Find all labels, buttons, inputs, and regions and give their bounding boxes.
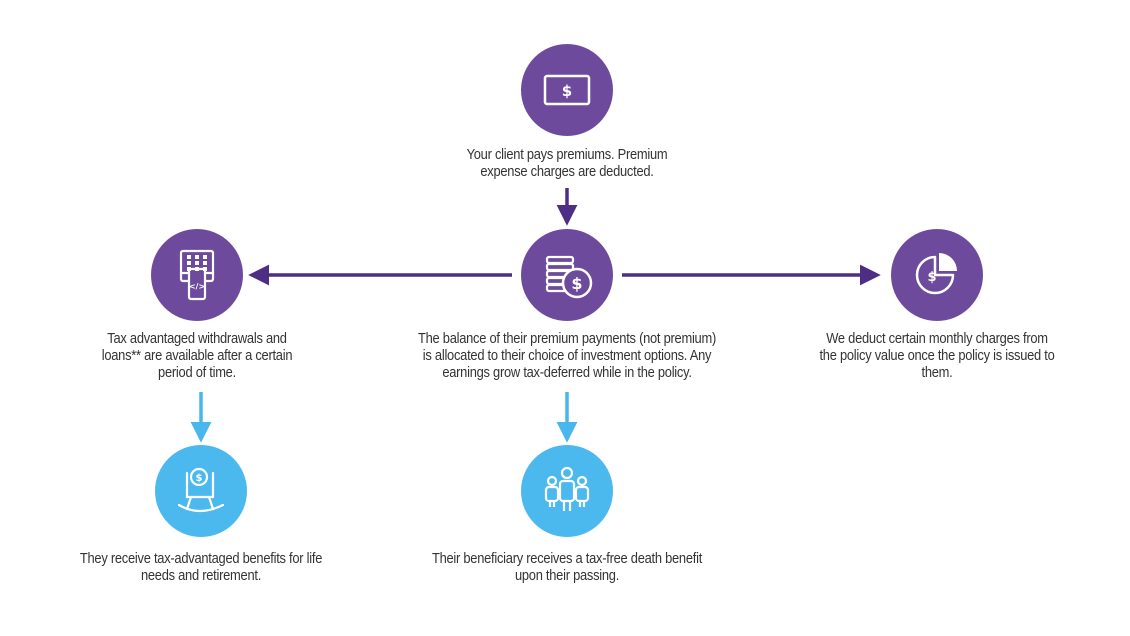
premium-caption: Your client pays premiums. Premium expen… — [466, 146, 668, 180]
beneficiary-caption: Their beneficiary receives a tax-free de… — [431, 550, 703, 584]
rocking-chair-icon: $ — [177, 467, 225, 513]
svg-text:</>: </> — [189, 282, 205, 291]
beneficiary-node — [521, 445, 613, 537]
coins-dollar-icon: $ — [545, 255, 593, 299]
dollar-bill-icon: $ — [543, 74, 591, 106]
withdrawals-node: </> — [151, 229, 243, 321]
charges-node: $ — [891, 229, 983, 321]
svg-text:$: $ — [196, 473, 203, 484]
balance-node: $ — [521, 229, 613, 321]
retirement-node: $ — [155, 445, 247, 537]
premium-node: $ — [521, 44, 613, 136]
atm-withdrawal-icon: </> — [179, 249, 215, 301]
svg-text:$: $ — [571, 274, 582, 293]
family-icon — [544, 466, 590, 511]
charges-caption: We deduct certain monthly charges from t… — [819, 330, 1055, 381]
svg-text:$: $ — [927, 270, 936, 285]
retirement-caption: They receive tax-advantaged benefits for… — [79, 550, 323, 584]
pie-chart-dollar-icon: $ — [915, 253, 957, 295]
balance-caption: The balance of their premium payments (n… — [417, 330, 717, 381]
svg-text:$: $ — [562, 82, 572, 100]
withdrawals-caption: Tax advantaged withdrawals and loans** a… — [101, 330, 293, 381]
